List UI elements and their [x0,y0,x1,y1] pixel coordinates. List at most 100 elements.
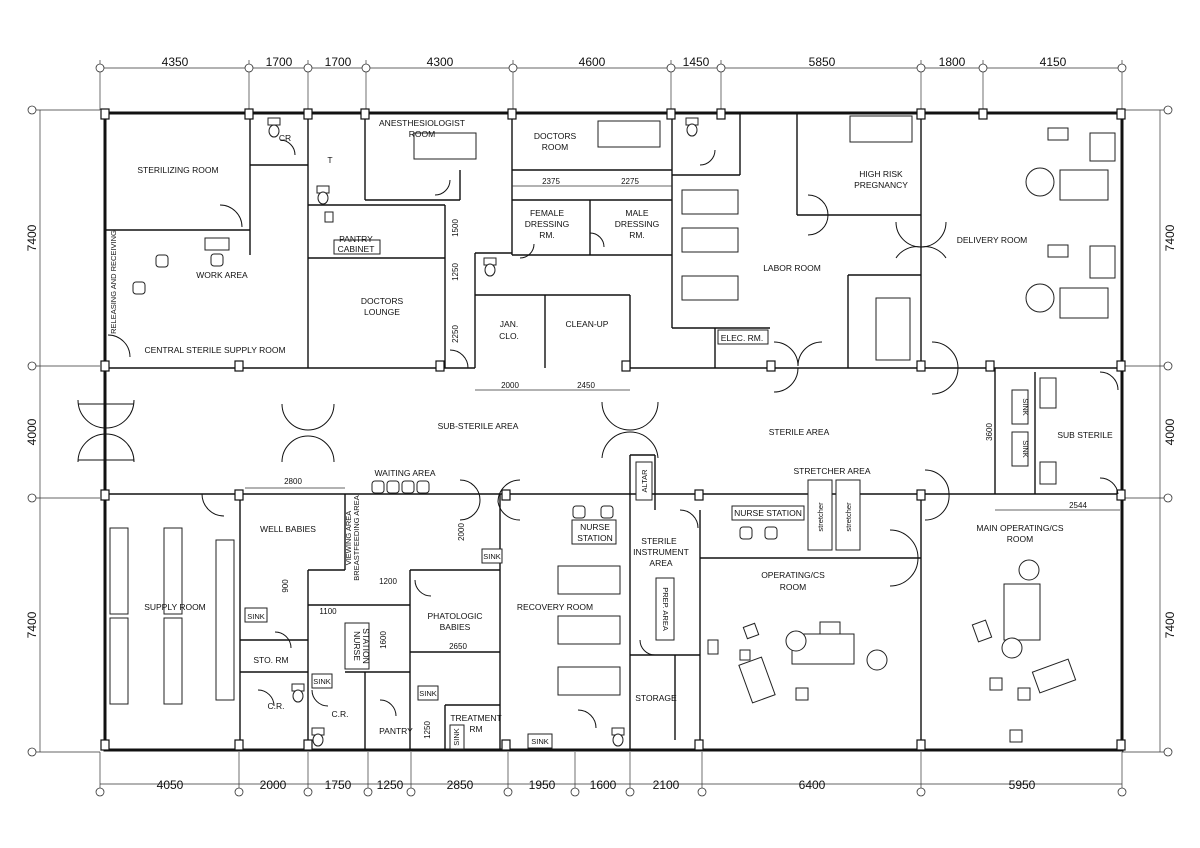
label-doctors-lounge-1: DOCTORS [361,296,404,306]
dim-900: 900 [281,579,290,593]
bed-icon [875,297,911,361]
dim-bottom-8: 2100 [653,778,680,792]
bed-icon [557,666,621,696]
chair-icon [371,480,385,494]
fixtures [109,115,1116,747]
label-stretcher-2: stretcher [844,502,853,532]
dim-3600: 3600 [985,423,994,441]
label-stretcher-area: STRETCHER AREA [794,466,871,476]
dim-bottom-7: 1600 [590,778,617,792]
label-nurse-station-rec-1: NURSE [580,522,610,532]
label-anesthesiologist-1: ANESTHESIOLOGIST [379,118,465,128]
label-cr-top: CR [279,133,291,143]
label-well-babies: WELL BABIES [260,524,316,534]
dim-1600: 1600 [379,631,388,649]
label-clean-up: CLEAN-UP [566,319,609,329]
label-male-dressing-1: MALE [625,208,648,218]
dim-2800: 2800 [284,477,302,486]
label-labor-room: LABOR ROOM [763,263,821,273]
label-male-dressing-2: DRESSING [615,219,659,229]
dim-1500: 1500 [451,219,460,237]
label-high-risk-2: PREGNANCY [854,180,908,190]
label-elec-rm: ELEC. RM. [721,333,764,343]
interior-dimensions: 2375 2275 1500 1250 2250 2000 2450 2800 … [245,177,1120,739]
bed-icon [413,132,477,160]
bed-icon [681,227,739,253]
dim-2275: 2275 [621,177,639,186]
bed-icon [557,615,621,645]
label-work-area: WORK AREA [196,270,248,280]
dim-bottom-4: 1250 [377,778,404,792]
toilet-icon [311,727,325,747]
dim-2000-b: 2000 [457,523,466,541]
dim-top-4: 4300 [427,55,454,69]
shelf-icon [163,527,183,615]
label-sub-sterile: SUB STERILE [1057,430,1113,440]
label-nurse-station-rec-2: STATION [577,533,613,543]
dim-top-5: 4600 [579,55,606,69]
dim-top-7: 5850 [809,55,836,69]
label-storage: STORAGE [635,693,677,703]
dim-2000-a: 2000 [501,381,519,390]
label-sink-cr: SINK [419,689,437,698]
operating-table-icon [971,559,1077,743]
dim-1200: 1200 [379,577,397,586]
label-sub-sterile-area: SUB-STERILE AREA [438,421,519,431]
bed-icon [681,189,739,215]
shelf-icon [215,539,235,701]
chair-icon [739,526,753,540]
desk-icon [204,237,230,251]
label-prep-area: PREP. AREA [661,587,670,631]
label-high-risk-1: HIGH RISK [859,169,903,179]
label-sink-top-2: SINK [1021,440,1030,458]
dim-left-1: 7400 [25,224,39,251]
dim-right-1: 7400 [1163,224,1177,251]
label-treatment-1: TREATMENT [450,713,501,723]
label-sink-nb: SINK [313,677,331,686]
dim-1250-a: 1250 [451,263,460,281]
dim-1100: 1100 [319,607,337,616]
label-sink-tr: SINK [452,728,461,746]
chair-icon [416,480,430,494]
label-phatologic-2: BABIES [440,622,471,632]
label-anesthesiologist-2: ROOM [409,129,435,139]
dim-2544: 2544 [1069,501,1087,510]
label-altar: ALTAR [640,469,649,493]
label-t-room: T [327,155,332,165]
label-sterile-instr-2: INSTRUMENT [633,547,689,557]
toilet-icon [483,257,497,277]
label-recovery-room: RECOVERY ROOM [517,602,593,612]
dim-bottom-3: 1750 [325,778,352,792]
label-sink-wb: SINK [247,612,265,621]
label-sterile-instr-1: STERILE [641,536,677,546]
dim-right-3: 7400 [1163,611,1177,638]
label-delivery-room: DELIVERY ROOM [957,235,1028,245]
dim-bottom-9: 6400 [799,778,826,792]
dim-top-6: 1450 [683,55,710,69]
label-doctors-room-1: DOCTORS [534,131,577,141]
dim-right-2: 4000 [1163,418,1177,445]
dim-bottom-5: 2850 [447,778,474,792]
label-jan-clo-2: CLO. [499,331,519,341]
interior-walls [105,113,1122,750]
shelf-icon [109,527,129,615]
label-cr-left: C.R. [268,701,285,711]
label-pantry-cabinet-1: PANTRY [339,234,373,244]
bed-icon [557,565,621,595]
label-sterile-area: STERILE AREA [769,427,830,437]
dim-top-3: 1700 [325,55,352,69]
chair-icon [386,480,400,494]
toilet-icon [291,683,305,703]
label-cr-right: C.R. [332,709,349,719]
chair-icon [764,526,778,540]
operating-table-icon [738,621,888,704]
label-sink-top-1: SINK [1021,398,1030,416]
label-male-dressing-3: RM. [629,230,645,240]
chair-icon [600,505,614,519]
label-pantry: PANTRY [379,726,413,736]
label-sink-pb: SINK [483,552,501,561]
label-breastfeeding-area: BREASTFEEDING AREA [352,495,361,580]
doors [77,139,1119,729]
label-supply-room: SUPPLY ROOM [144,602,206,612]
dimension-system: 4350 1700 1700 4300 4600 1450 5850 1800 … [25,55,1177,797]
